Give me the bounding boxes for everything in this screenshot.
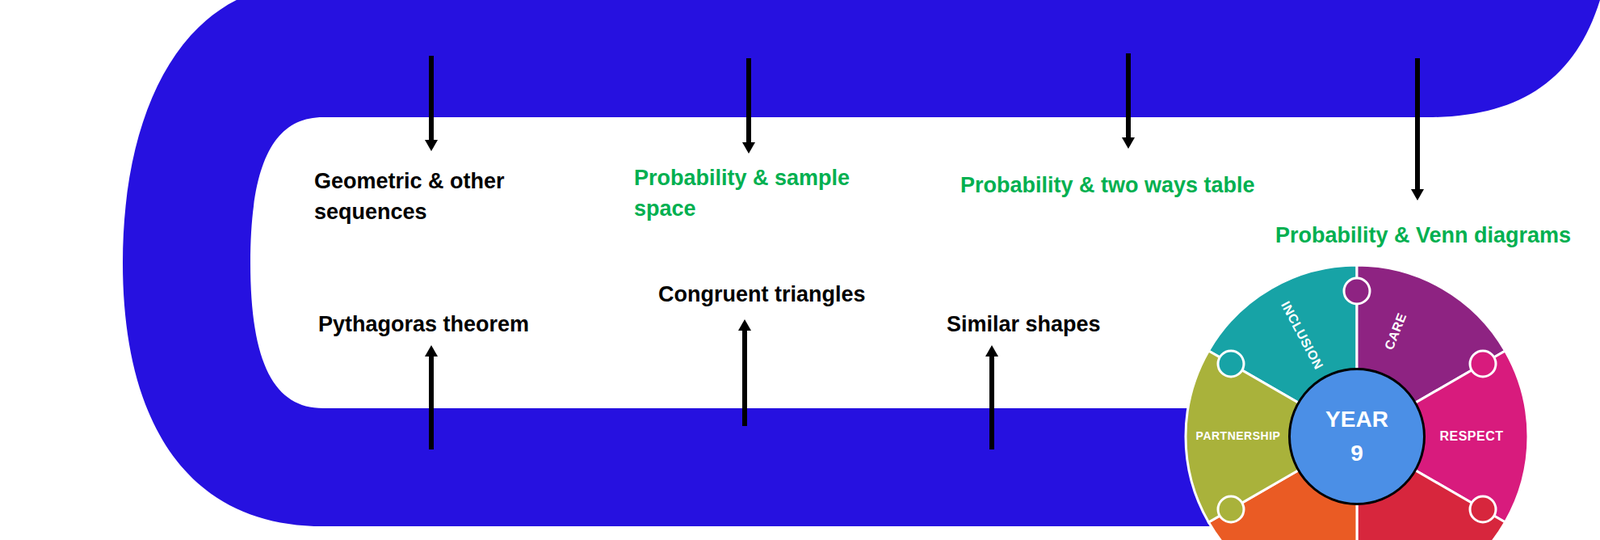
arrow-head xyxy=(424,344,438,357)
arrow-shaft xyxy=(746,58,752,144)
year-text: YEAR 9 xyxy=(1325,402,1389,471)
arrow-shaft xyxy=(428,55,434,142)
arrow-head xyxy=(738,319,752,331)
topic-label: Probability & sample space xyxy=(634,163,877,225)
puzzle-knob xyxy=(1469,350,1496,377)
arrow-shaft xyxy=(428,354,434,450)
arrow-head xyxy=(424,139,438,152)
arrow-head xyxy=(985,344,999,357)
topic-label: Geometric & other sequences xyxy=(314,166,557,228)
year-circle: YEAR 9 xyxy=(1288,367,1426,505)
arrow-shaft xyxy=(1125,53,1131,139)
values-puzzle xyxy=(1185,264,1529,540)
arrow-head xyxy=(1411,188,1424,201)
node-text-holder: YEAR 9 xyxy=(1325,402,1389,471)
topic-label: Congruent triangles xyxy=(658,279,866,311)
arrow-shaft xyxy=(989,354,995,450)
road-band xyxy=(122,0,1600,526)
arrow-head xyxy=(1121,137,1135,149)
arrow-shaft xyxy=(742,328,748,426)
value-word: RESPECT xyxy=(1439,428,1504,444)
value-word: CARE xyxy=(1381,310,1410,352)
puzzle-knob xyxy=(1343,277,1370,304)
puzzle-knob xyxy=(1217,350,1244,377)
topic-label: Probability & two ways table xyxy=(960,170,1256,202)
value-word: INCLUSION xyxy=(1278,298,1327,372)
puzzle-knob xyxy=(1217,495,1244,522)
puzzle-knob xyxy=(1469,495,1496,522)
topic-label: Similar shapes xyxy=(946,309,1101,341)
topic-label: Probability & Venn diagrams xyxy=(1275,220,1571,252)
arrow-head xyxy=(742,142,756,154)
topic-label: Pythagoras theorem xyxy=(318,309,530,341)
value-word: PARTNERSHIP xyxy=(1196,429,1281,442)
arrow-shaft xyxy=(1415,58,1420,191)
